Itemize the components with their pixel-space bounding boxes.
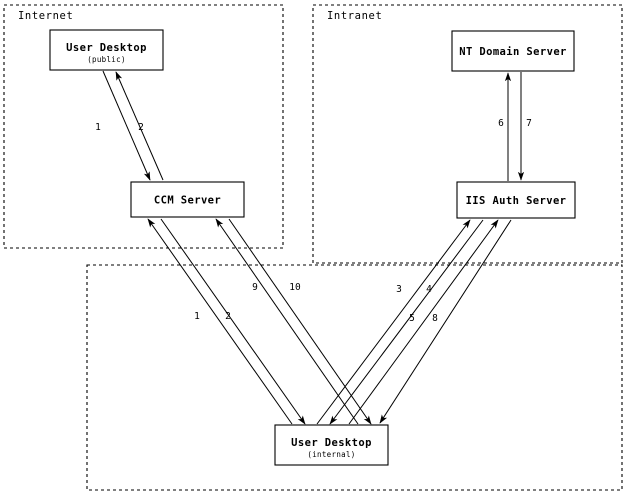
flow-line-1-public-to-ccm (102, 70, 151, 181)
edge-label-2-bottom: 2 (225, 311, 231, 322)
node-user-desktop-public-box (49, 29, 164, 71)
node-user-desktop-public-subtitle: (public) (87, 55, 126, 64)
flow-line-2-ccm-to-public (115, 71, 164, 181)
flow-line-10-ccm-to-internal (228, 218, 372, 425)
node-user-desktop-internal[interactable]: User Desktop (internal) (274, 424, 389, 466)
node-ccm-server-box (130, 181, 245, 218)
flow-line-3-internal-to-iis (316, 219, 471, 425)
zone-label-internet: Internet (18, 10, 73, 22)
flow-line-2-ccm-to-internal (160, 218, 306, 425)
flow-line-5-internal-to-iis (348, 219, 499, 425)
flow-line-8-iis-to-internal (379, 219, 512, 424)
node-iis-auth-server-box (456, 181, 576, 219)
edge-label-5: 5 (409, 313, 415, 324)
edge-label-3: 3 (396, 284, 402, 295)
edge-label-7: 7 (526, 118, 532, 129)
node-user-desktop-public[interactable]: User Desktop (public) (49, 29, 164, 71)
node-user-desktop-internal-title: User Desktop (291, 437, 372, 449)
node-ccm-server[interactable]: CCM Server (130, 181, 245, 218)
edge-label-10: 10 (289, 282, 301, 293)
node-user-desktop-public-title: User Desktop (66, 42, 147, 54)
edge-label-1-top: 1 (95, 122, 101, 133)
zone-label-intranet: Intranet (327, 10, 382, 22)
zone-internal-boundary (86, 264, 623, 491)
edge-label-8: 8 (432, 313, 438, 324)
node-nt-domain-server-box (451, 30, 575, 72)
flow-line-4-iis-to-internal (329, 219, 484, 425)
edge-label-6: 6 (498, 118, 504, 129)
flow-line-9-internal-to-ccm (215, 218, 359, 425)
edge-label-9: 9 (252, 282, 258, 293)
node-user-desktop-internal-box (274, 424, 389, 466)
node-iis-auth-server-title: IIS Auth Server (466, 195, 567, 207)
node-nt-domain-server-title: NT Domain Server (459, 46, 567, 58)
node-ccm-server-title: CCM Server (154, 195, 221, 207)
node-nt-domain-server[interactable]: NT Domain Server (451, 30, 575, 72)
node-iis-auth-server[interactable]: IIS Auth Server (456, 181, 576, 219)
zone-internet-boundary (3, 4, 284, 249)
edge-label-1-bottom: 1 (194, 311, 200, 322)
flow-line-1-internal-to-ccm (147, 218, 293, 425)
node-user-desktop-internal-subtitle: (internal) (307, 450, 355, 459)
edge-label-2-top: 2 (138, 122, 144, 133)
zone-intranet-boundary (312, 4, 623, 264)
edge-label-4: 4 (426, 284, 432, 295)
